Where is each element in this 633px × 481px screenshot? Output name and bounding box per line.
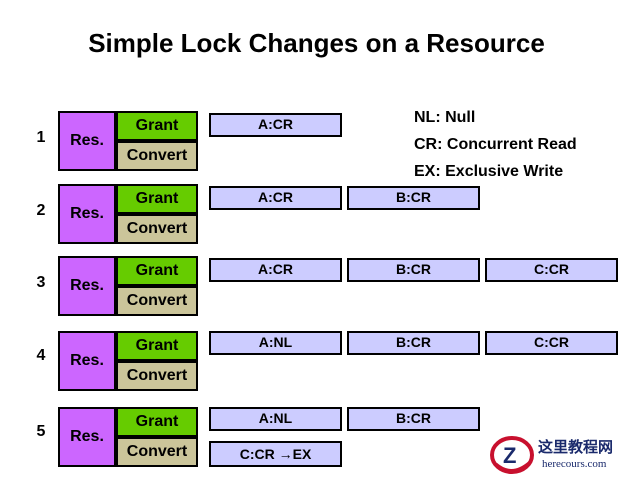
lock-row-3: 3 Res. Grant Convert A:CR B:CR C:CR: [0, 256, 633, 318]
granted-lock: C:CR: [485, 331, 618, 355]
legend: NL: Null CR: Concurrent Read EX: Exclusi…: [414, 104, 577, 185]
convert-queue-label: Convert: [116, 141, 198, 171]
granted-lock: A:CR: [209, 113, 342, 137]
watermark-name: 这里教程网: [538, 438, 614, 456]
svg-text:Z: Z: [503, 443, 516, 468]
logo-emblem-icon: Z: [490, 436, 534, 474]
granted-lock: C:CR: [485, 258, 618, 282]
grant-queue-label: Grant: [116, 184, 198, 214]
granted-lock: A:CR: [209, 186, 342, 210]
legend-ex: EX: Exclusive Write: [414, 163, 564, 180]
row-number: 3: [36, 274, 46, 291]
resource-box: Res.: [58, 407, 116, 467]
lock-row-5: 5 Res. Grant Convert A:NL B:CR C:CR →EX: [0, 407, 633, 469]
grant-queue-label: Grant: [116, 331, 198, 361]
legend-cr: CR: Concurrent Read: [414, 136, 577, 153]
grant-queue-label: Grant: [116, 111, 198, 141]
page-title: Simple Lock Changes on a Resource: [88, 28, 545, 58]
resource-box: Res.: [58, 111, 116, 171]
granted-lock: B:CR: [347, 258, 480, 282]
legend-nl: NL: Null: [414, 109, 476, 126]
lock-row-1: 1 Res. Grant Convert A:CR: [0, 111, 633, 173]
granted-lock: A:NL: [209, 407, 342, 431]
grant-queue-label: Grant: [116, 256, 198, 286]
granted-lock: A:CR: [209, 258, 342, 282]
convert-queue-label: Convert: [116, 361, 198, 391]
row-number: 4: [36, 347, 46, 364]
lock-row-4: 4 Res. Grant Convert A:NL B:CR C:CR: [0, 331, 633, 393]
granted-lock: B:CR: [347, 331, 480, 355]
resource-box: Res.: [58, 331, 116, 391]
converting-lock: C:CR →EX: [209, 441, 342, 467]
row-number: 2: [36, 202, 46, 219]
granted-lock: B:CR: [347, 407, 480, 431]
granted-lock: B:CR: [347, 186, 480, 210]
grant-queue-label: Grant: [116, 407, 198, 437]
convert-queue-label: Convert: [116, 214, 198, 244]
watermark-logo: Z 这里教程网 herecours.com: [486, 434, 633, 476]
lock-row-2: 2 Res. Grant Convert A:CR B:CR: [0, 184, 633, 246]
watermark-url: herecours.com: [542, 458, 607, 470]
granted-lock: A:NL: [209, 331, 342, 355]
resource-box: Res.: [58, 256, 116, 316]
resource-box: Res.: [58, 184, 116, 244]
row-number: 5: [36, 423, 46, 440]
convert-queue-label: Convert: [116, 437, 198, 467]
row-number: 1: [36, 129, 46, 146]
convert-queue-label: Convert: [116, 286, 198, 316]
